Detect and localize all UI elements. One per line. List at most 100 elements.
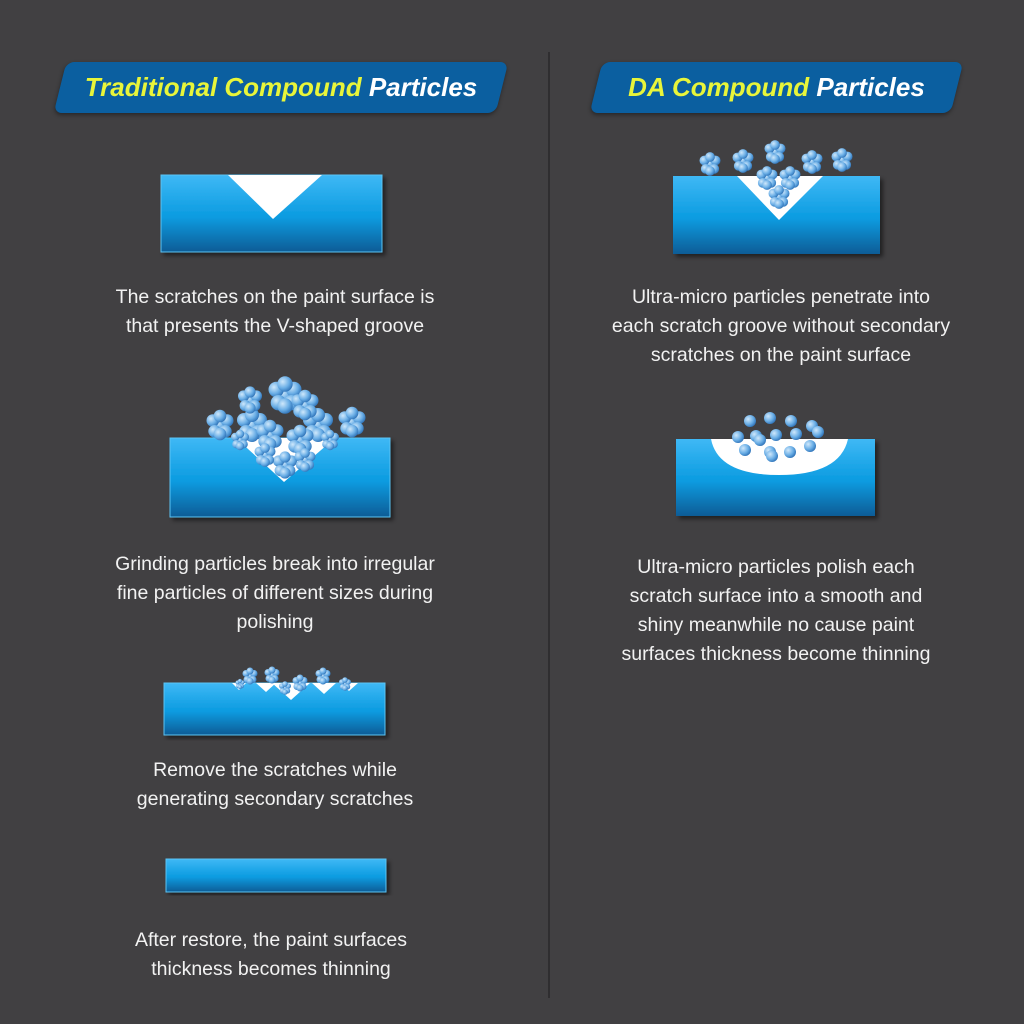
fine-particles — [235, 666, 352, 695]
particle — [784, 446, 796, 458]
caption-line: fine particles of different sizes during — [116, 582, 434, 604]
particle — [762, 180, 772, 190]
right-title: DA Compound Particles — [588, 62, 965, 113]
particle — [764, 412, 776, 424]
particle — [260, 457, 270, 467]
particle — [774, 199, 784, 209]
particle — [213, 409, 227, 423]
particle — [325, 441, 335, 451]
particle — [246, 677, 254, 685]
particle — [244, 386, 256, 398]
particle — [263, 419, 277, 433]
particle — [345, 424, 359, 438]
caption-line: thickness becomes thinning — [151, 958, 391, 980]
particle — [237, 684, 243, 690]
particle — [342, 677, 348, 683]
particle — [837, 148, 847, 158]
irregular-particles — [206, 376, 366, 479]
caption-line: shiny meanwhile no cause paint — [637, 614, 915, 636]
particle — [298, 407, 312, 421]
particle — [277, 398, 293, 414]
particle — [213, 427, 227, 441]
particle — [246, 667, 254, 675]
caption-line: Ultra-micro particles polish each — [637, 556, 915, 578]
particle — [812, 426, 824, 438]
left-title-highlight: Traditional Compound — [84, 72, 362, 102]
particle — [282, 689, 288, 695]
particle — [744, 415, 756, 427]
particle — [738, 149, 748, 159]
particle — [235, 429, 245, 439]
particle — [739, 444, 751, 456]
particle — [770, 154, 780, 164]
particle — [762, 166, 772, 176]
left-caption-2: Grinding particles break into irregular f… — [35, 550, 515, 637]
column-divider — [548, 52, 550, 998]
particle — [279, 451, 291, 463]
particle — [766, 450, 778, 462]
left-step2-paint-layer — [169, 376, 391, 518]
particle — [804, 440, 816, 452]
particle — [277, 376, 293, 392]
round-particles — [732, 412, 824, 462]
particle — [705, 166, 715, 176]
particle — [738, 163, 748, 173]
particle — [293, 424, 307, 438]
particle — [268, 666, 276, 674]
particle — [790, 428, 802, 440]
particle — [300, 462, 310, 472]
particle — [260, 443, 270, 453]
particle — [319, 667, 327, 675]
particle — [244, 402, 256, 414]
right-step1-paint-layer — [673, 140, 880, 254]
left-step4-paint-layer — [165, 858, 387, 893]
caption-line: After restore, the paint surfaces — [134, 929, 408, 951]
left-caption-1: The scratches on the paint surface is tha… — [35, 283, 515, 341]
particle — [705, 152, 715, 162]
particle — [298, 389, 312, 403]
caption-line: that presents the V-shaped groove — [125, 315, 425, 337]
particle — [774, 185, 784, 195]
caption-line: polishing — [236, 611, 314, 633]
caption-line: Remove the scratches while — [153, 759, 397, 781]
particle — [807, 150, 817, 160]
caption-line: scratch surface into a smooth and — [629, 585, 923, 607]
particle — [785, 415, 797, 427]
particle — [235, 441, 245, 451]
particle — [770, 429, 782, 441]
particle — [807, 164, 817, 174]
caption-line: scratches on the paint surface — [650, 344, 912, 366]
particle — [785, 180, 795, 190]
particle — [279, 467, 291, 479]
particle — [785, 166, 795, 176]
left-step1-paint-layer — [160, 174, 383, 253]
particle — [296, 684, 304, 692]
particle — [325, 429, 335, 439]
left-title: Traditional Compound Particles — [52, 62, 510, 113]
particle — [268, 676, 276, 684]
caption-line: surfaces thickness become thinning — [621, 643, 931, 665]
caption-line: each scratch groove without secondary — [611, 315, 951, 337]
particle — [732, 431, 744, 443]
right-title-rest: Particles — [816, 72, 925, 102]
particle — [237, 678, 243, 684]
particle — [837, 162, 847, 172]
left-title-rest: Particles — [368, 72, 478, 102]
ultra-micro-particles — [699, 140, 853, 209]
right-step2-paint-layer — [676, 412, 875, 516]
caption-line: Grinding particles break into irregular — [115, 553, 435, 575]
particle — [345, 406, 359, 420]
particle — [282, 681, 288, 687]
left-caption-4: After restore, the paint surfaces thickne… — [31, 926, 511, 984]
particle — [300, 448, 310, 458]
particle — [319, 677, 327, 685]
particle — [754, 434, 766, 446]
particle — [770, 140, 780, 150]
caption-line: The scratches on the paint surface is — [115, 286, 435, 308]
particle — [296, 674, 304, 682]
v-groove — [228, 175, 322, 219]
left-step3-paint-layer — [163, 666, 386, 736]
